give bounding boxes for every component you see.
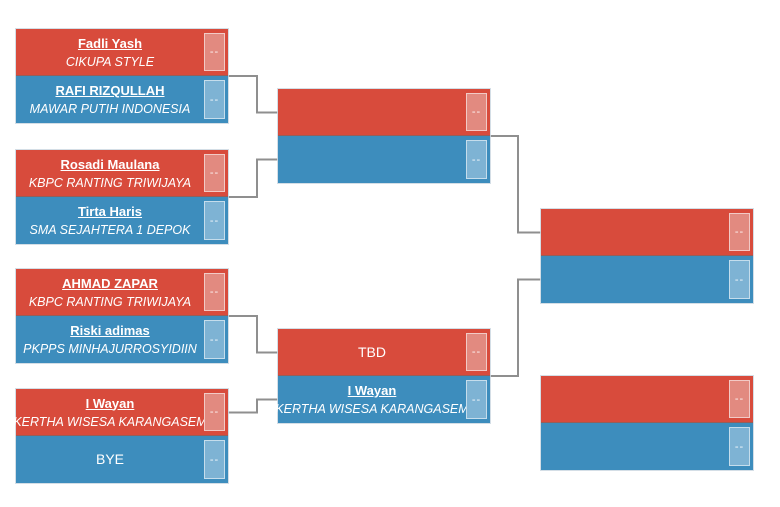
team-name: CIKUPA STYLE (65, 54, 155, 69)
connector-r1m1-to-r2m1 (228, 75, 278, 114)
match-round1-4-bye-slot[interactable]: BYE -- (16, 436, 228, 483)
match-round1-2-red-slot[interactable]: Rosadi Maulana KBPC RANTING TRIWIJAYA -- (16, 150, 228, 197)
score-box[interactable]: -- (204, 440, 225, 479)
match-round1-4-red-slot[interactable]: I Wayan KERTHA WISESA KARANGASEM -- (13, 389, 228, 436)
team-name: KERTHA WISESA KARANGASEM (275, 402, 469, 416)
match-round1-2-blue-slot[interactable]: Tirta Haris SMA SEJAHTERA 1 DEPOK -- (16, 197, 228, 244)
connector-r2m2-to-final (490, 278, 541, 377)
match-round1-1-blue-slot[interactable]: RAFI RIZQULLAH MAWAR PUTIH INDONESIA -- (16, 76, 228, 123)
match-third-place-red-slot[interactable]: -- (541, 376, 753, 423)
score-box[interactable]: -- (729, 427, 750, 466)
score-box[interactable]: -- (204, 33, 225, 71)
match-round1-3[interactable]: AHMAD ZAPAR KBPC RANTING TRIWIJAYA -- Ri… (16, 269, 228, 363)
match-round1-3-red-slot[interactable]: AHMAD ZAPAR KBPC RANTING TRIWIJAYA -- (16, 269, 228, 316)
player-name: RAFI RIZQULLAH (55, 83, 165, 98)
player-name: AHMAD ZAPAR (62, 275, 158, 291)
match-round2-1[interactable]: -- -- (278, 89, 490, 183)
player-name: I Wayan (347, 383, 397, 398)
connector-r1m2-to-r2m1 (228, 158, 278, 198)
match-round1-2[interactable]: Rosadi Maulana KBPC RANTING TRIWIJAYA --… (16, 150, 228, 244)
match-round2-1-red-slot[interactable]: -- (278, 89, 490, 136)
player-name: Fadli Yash (77, 35, 143, 51)
score-box[interactable]: -- (204, 201, 225, 240)
connector-r2m1-to-final (490, 135, 541, 234)
score-box[interactable]: -- (466, 380, 487, 419)
team-name: PKPPS MINHAJURROSYIDIIN (23, 342, 197, 356)
match-round1-1-red-slot[interactable]: Fadli Yash CIKUPA STYLE -- (16, 29, 228, 76)
score-box[interactable]: -- (466, 93, 487, 131)
match-final-red-slot[interactable]: -- (541, 209, 753, 256)
player-name: Riski adimas (70, 323, 150, 338)
score-box[interactable]: -- (729, 213, 750, 251)
score-box[interactable]: -- (204, 154, 225, 192)
score-box[interactable]: -- (466, 333, 487, 371)
connector-r1m4-to-r2m2 (228, 398, 278, 414)
match-round1-1[interactable]: Fadli Yash CIKUPA STYLE -- RAFI RIZQULLA… (16, 29, 228, 123)
match-round1-3-blue-slot[interactable]: Riski adimas PKPPS MINHAJURROSYIDIIN -- (16, 316, 228, 363)
team-name: KERTHA WISESA KARANGASEM (13, 414, 207, 429)
score-box[interactable]: -- (729, 260, 750, 299)
match-final-blue-slot[interactable]: -- (541, 256, 753, 303)
tbd-label: TBD (358, 343, 386, 360)
connector-r1m3-to-r2m2 (228, 315, 278, 354)
score-box[interactable]: -- (729, 380, 750, 418)
player-name: Rosadi Maulana (60, 156, 160, 172)
score-box[interactable]: -- (204, 393, 225, 431)
player-name: I Wayan (85, 395, 135, 411)
score-box[interactable]: -- (204, 80, 225, 119)
player-name: Tirta Haris (77, 204, 143, 219)
score-box[interactable]: -- (466, 140, 487, 179)
team-name: KBPC RANTING TRIWIJAYA (28, 294, 192, 309)
bye-label: BYE (95, 451, 124, 467)
team-name: SMA SEJAHTERA 1 DEPOK (29, 223, 191, 237)
match-round2-2-tbd-slot[interactable]: TBD -- (278, 329, 490, 376)
match-third-place-blue-slot[interactable]: -- (541, 423, 753, 470)
match-round2-1-blue-slot[interactable]: -- (278, 136, 490, 183)
match-round2-2-blue-slot[interactable]: I Wayan KERTHA WISESA KARANGASEM -- (275, 376, 490, 423)
match-round2-2[interactable]: TBD -- I Wayan KERTHA WISESA KARANGASEM … (275, 329, 490, 423)
score-box[interactable]: -- (204, 273, 225, 311)
match-third-place[interactable]: -- -- (541, 376, 753, 470)
score-box[interactable]: -- (204, 320, 225, 359)
match-round1-4[interactable]: I Wayan KERTHA WISESA KARANGASEM -- BYE … (13, 389, 228, 483)
match-final[interactable]: -- -- (541, 209, 753, 303)
team-name: MAWAR PUTIH INDONESIA (29, 102, 191, 116)
team-name: KBPC RANTING TRIWIJAYA (28, 175, 192, 190)
